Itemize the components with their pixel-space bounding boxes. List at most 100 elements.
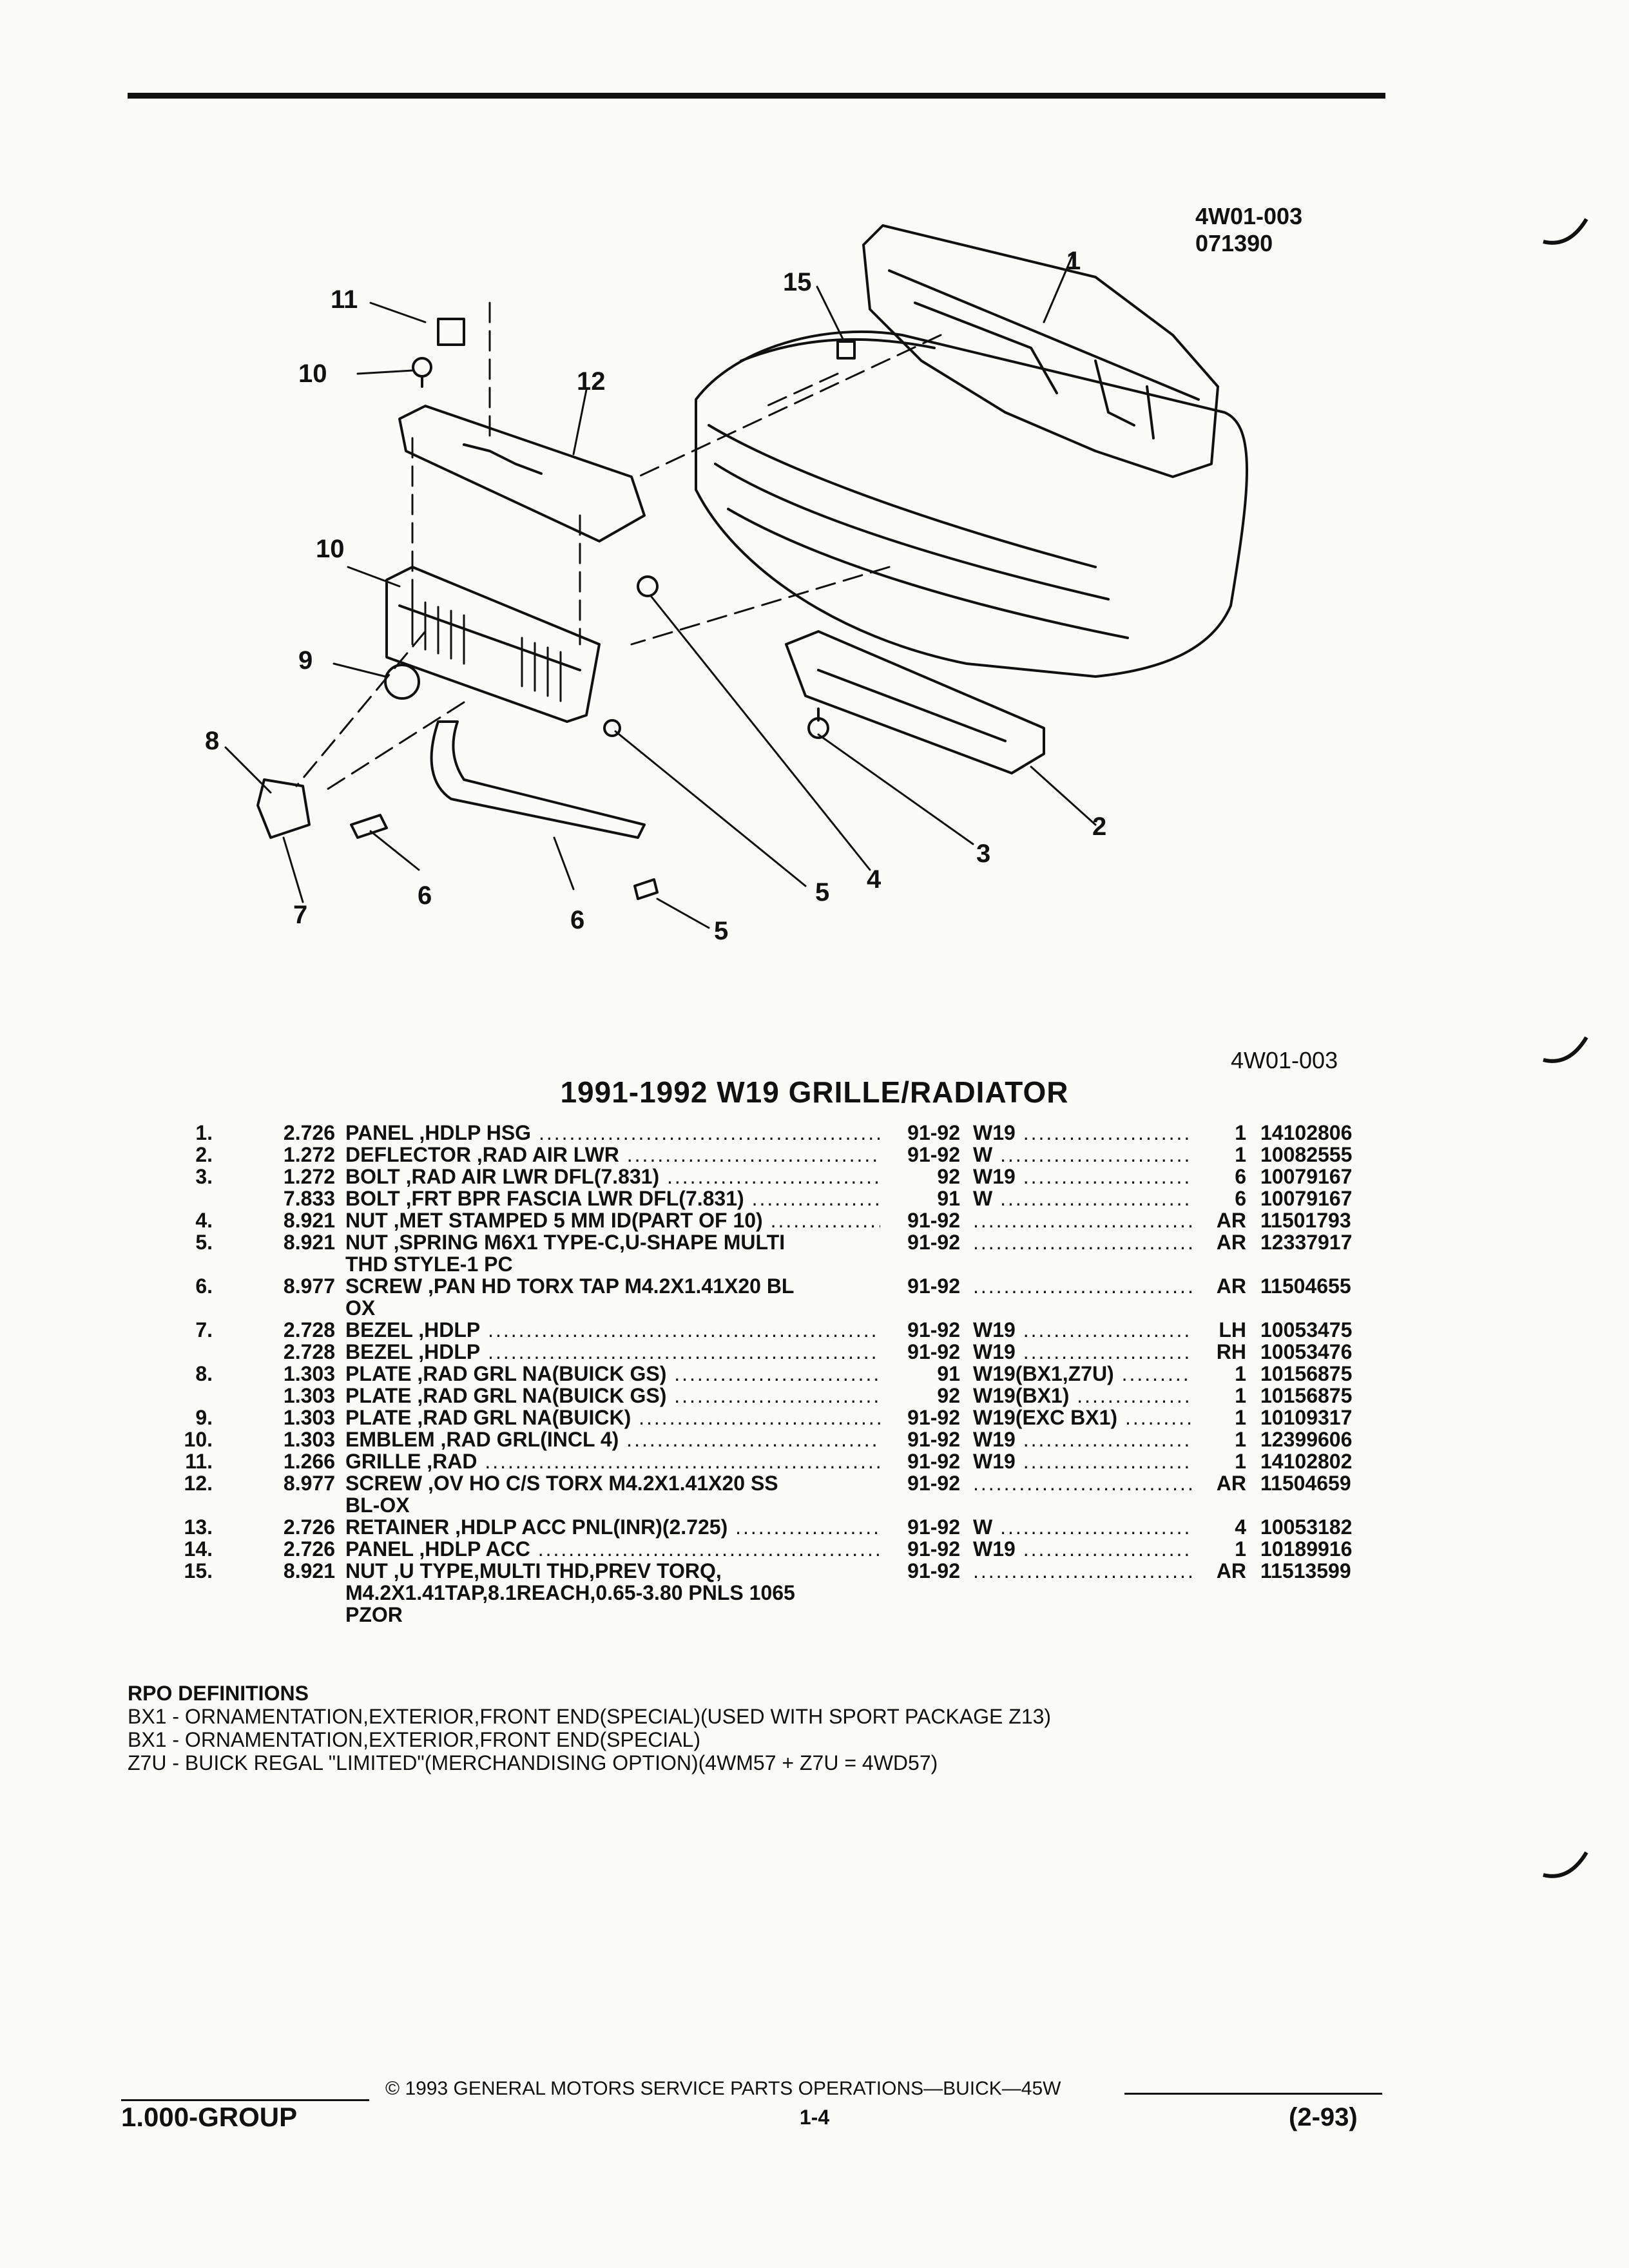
- part-model-usage: W19: [973, 1450, 1192, 1474]
- part-quantity: AR: [1216, 1472, 1246, 1495]
- part-item-number: 13.: [184, 1515, 213, 1539]
- part-description-continued: OX: [345, 1296, 376, 1320]
- callout-2: 2: [1092, 812, 1107, 841]
- part-group-code: 2.728: [283, 1318, 335, 1341]
- part-group-code: 2.728: [283, 1340, 335, 1363]
- part-quantity: AR: [1216, 1231, 1246, 1254]
- callout-12: 10: [298, 360, 327, 388]
- part-item-number: 6.: [195, 1274, 213, 1298]
- part-model-usage: [973, 1209, 1192, 1233]
- part-model-usage: W19(EXC BX1): [973, 1406, 1192, 1430]
- parts-table-row: 13. 2.726 RETAINER ,HDLP ACC PNL(INR)(2.72…: [0, 1515, 1629, 1539]
- part-model-year: 91-92: [907, 1515, 960, 1539]
- part-model-year: 92: [937, 1165, 960, 1188]
- part-number: 10109317: [1260, 1406, 1353, 1429]
- part-quantity: 1: [1235, 1362, 1246, 1385]
- headlamp-bezel: [430, 720, 646, 839]
- bumper-fascia: [695, 330, 1248, 678]
- part-model-year: 91: [937, 1187, 960, 1210]
- part-model-year: 91-92: [907, 1121, 960, 1144]
- part-description: DEFLECTOR ,RAD AIR LWR: [345, 1143, 880, 1167]
- part-group-code: 1.303: [283, 1384, 335, 1407]
- parts-table-row: 12. 8.977 SCREW ,OV HO C/S TORX M4.2X1.41X…: [0, 1472, 1629, 1517]
- part-description: BOLT ,FRT BPR FASCIA LWR DFL(7.831): [345, 1187, 880, 1211]
- part-description: NUT ,U TYPE,MULTI THD,PREV TORQ,: [345, 1559, 722, 1582]
- radiator-air-deflector: [785, 630, 1045, 774]
- part-item-number: 2.: [195, 1143, 213, 1166]
- part-description: SCREW ,OV HO C/S TORX M4.2X1.41X20 SS: [345, 1472, 778, 1495]
- footer-rule-right: [1124, 2093, 1382, 2095]
- part-description: NUT ,SPRING M6X1 TYPE-C,U-SHAPE MULTI: [345, 1231, 786, 1254]
- part-number: 10079167: [1260, 1165, 1353, 1188]
- part-number: 11501793: [1260, 1209, 1351, 1232]
- part-number: 11513599: [1260, 1559, 1351, 1582]
- part-quantity: 6: [1235, 1165, 1246, 1188]
- parts-table-row: 6. 8.977 SCREW ,PAN HD TORX TAP M4.2X1.41X…: [0, 1274, 1629, 1320]
- headlamp-acc-panel: [398, 405, 646, 543]
- part-number: 10189916: [1260, 1537, 1353, 1561]
- rpo-line: Z7U - BUICK REGAL "LIMITED"(MERCHANDISIN…: [128, 1751, 938, 1774]
- part-quantity: LH: [1219, 1318, 1246, 1341]
- part-model-usage: W19(BX1): [973, 1384, 1192, 1408]
- part-number: 10156875: [1260, 1384, 1353, 1407]
- part-description: PANEL ,HDLP HSG: [345, 1121, 880, 1145]
- part-item-number: 12.: [184, 1472, 213, 1495]
- part-number: 10082555: [1260, 1143, 1353, 1166]
- part-model-year: 91-92: [907, 1340, 960, 1363]
- part-description-continued: PZOR: [345, 1603, 403, 1626]
- callout-7: 6: [570, 906, 585, 934]
- part-item-number: 15.: [184, 1559, 213, 1582]
- part-item-number: 1.: [195, 1121, 213, 1144]
- callout-5: 5: [815, 878, 830, 907]
- exploded-parts-diagram: [224, 224, 1248, 929]
- part-model-usage: W19: [973, 1537, 1192, 1561]
- part-group-code: 2.726: [283, 1537, 335, 1561]
- part-group-code: 2.726: [283, 1515, 335, 1539]
- part-number: 12399606: [1260, 1428, 1353, 1451]
- part-description-continued: BL-OX: [345, 1494, 410, 1517]
- part-group-code: 8.921: [283, 1209, 335, 1232]
- part-model-year: 91-92: [907, 1318, 960, 1341]
- part-group-code: 1.272: [283, 1165, 335, 1188]
- part-number: 10053476: [1260, 1340, 1353, 1363]
- part-description: NUT ,MET STAMPED 5 MM ID(PART OF 10): [345, 1209, 880, 1233]
- part-description: SCREW ,PAN HD TORX TAP M4.2X1.41X20 BL: [345, 1274, 795, 1298]
- part-model-usage: W19: [973, 1340, 1192, 1364]
- part-group-code: 8.977: [283, 1472, 335, 1495]
- part-group-code: 1.303: [283, 1362, 335, 1385]
- callout-6-left: 6: [418, 881, 432, 910]
- part-quantity: RH: [1216, 1340, 1246, 1363]
- part-model-year: 91-92: [907, 1537, 960, 1561]
- footer-rule-left: [121, 2099, 369, 2101]
- part-description: PLATE ,RAD GRL NA(BUICK): [345, 1406, 880, 1430]
- part-description: RETAINER ,HDLP ACC PNL(INR)(2.725): [345, 1515, 880, 1539]
- part-item-number: 14.: [184, 1537, 213, 1561]
- part-quantity: 1: [1235, 1537, 1246, 1561]
- part-item-number: 11.: [185, 1450, 213, 1473]
- part-group-code: 1.303: [283, 1406, 335, 1429]
- part-model-usage: W19: [973, 1121, 1192, 1145]
- part-description: PLATE ,RAD GRL NA(BUICK GS): [345, 1362, 880, 1386]
- part-model-year: 91-92: [907, 1559, 960, 1582]
- diagram-ref-date: 071390: [1195, 230, 1273, 256]
- callout-4: 4: [867, 865, 882, 894]
- footer-page-number: 1-4: [799, 2106, 830, 2129]
- margin-mark: [1543, 1036, 1588, 1063]
- part-item-number: 7.: [195, 1318, 213, 1341]
- part-quantity: AR: [1216, 1274, 1246, 1298]
- part-group-code: 2.726: [283, 1121, 335, 1144]
- part-quantity: 1: [1235, 1428, 1246, 1451]
- part-group-code: 8.977: [283, 1274, 335, 1298]
- headlamp-housing-panel: [862, 224, 1219, 478]
- footer-group: 1.000-GROUP: [121, 2102, 298, 2132]
- part-model-year: 92: [937, 1384, 960, 1407]
